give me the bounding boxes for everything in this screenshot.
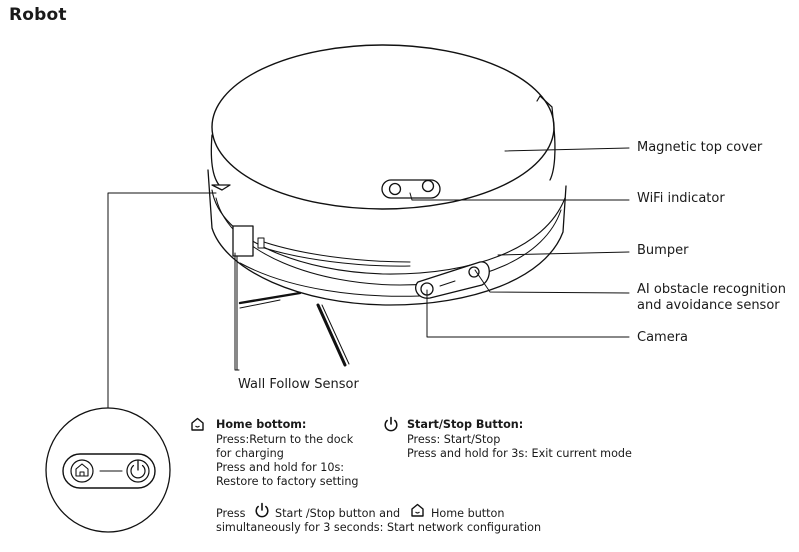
home-button-heading: Home bottom: — [216, 418, 307, 431]
start-stop-desc-2: Press and hold for 3s: Exit current mode — [407, 447, 632, 460]
wall-follow-sensor-label: Wall Follow Sensor — [238, 377, 359, 392]
home-button-desc-1: Press:Return to the dock — [216, 433, 354, 446]
combo-press-text: Press — [216, 507, 246, 520]
power-icon — [255, 502, 269, 518]
ai-sensor-label-line2: and avoidance sensor — [637, 298, 780, 313]
bumper-label: Bumper — [637, 243, 689, 258]
combo-line2: simultaneously for 3 seconds: Start netw… — [216, 521, 542, 534]
home-icon — [411, 503, 424, 517]
start-stop-heading: Start/Stop Button: — [407, 418, 524, 431]
combo-start-stop-text: Start /Stop button and — [275, 507, 401, 520]
page-title: Robot — [9, 5, 67, 25]
wifi-indicator-label: WiFi indicator — [637, 191, 725, 206]
start-stop-desc-1: Press: Start/Stop — [407, 433, 501, 446]
ai-sensor-label-line1: AI obstacle recognition — [637, 282, 786, 297]
power-icon — [384, 416, 398, 432]
magnetic-top-cover-label: Magnetic top cover — [637, 140, 763, 155]
combo-home-text: Home button — [431, 507, 505, 520]
home-button-desc-3: Press and hold for 10s: — [216, 461, 345, 474]
home-button-desc-2: for charging — [216, 447, 284, 460]
home-icon — [191, 417, 204, 431]
home-button-desc-4: Restore to factory setting — [216, 475, 359, 488]
camera-label: Camera — [637, 330, 689, 345]
